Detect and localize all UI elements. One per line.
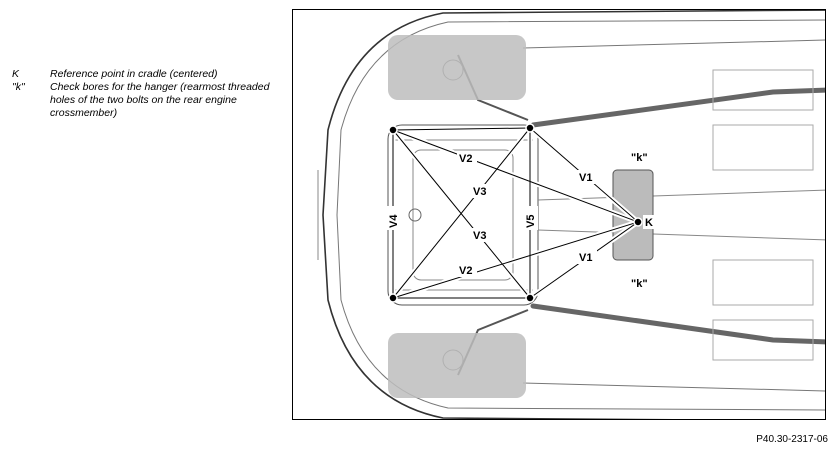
label-v1-bottom: V1 <box>579 252 592 264</box>
legend: K Reference point in cradle (centered) "… <box>12 68 282 120</box>
legend-key: "k" <box>12 81 25 93</box>
measure-line-long-top <box>392 129 639 223</box>
label-v4: V4 <box>388 214 400 228</box>
legend-key: K <box>12 68 20 80</box>
measure-point <box>525 123 535 133</box>
legend-item-k-lower: "k" Check bores for the hanger (rearmost… <box>12 81 282 120</box>
label-v2-top: V2 <box>459 153 472 165</box>
measure-line-v2-top <box>392 127 531 131</box>
measure-line-v3-a <box>392 129 531 299</box>
front-left-wheel <box>388 35 526 100</box>
label-k: K <box>645 217 653 229</box>
measure-point <box>525 293 535 303</box>
figure-id: P40.30-2317-06 <box>756 434 828 445</box>
measure-line-v3-b <box>392 127 531 299</box>
label-v2-bottom: V2 <box>459 265 472 277</box>
reference-point-k <box>633 217 643 227</box>
front-right-wheel <box>388 333 526 398</box>
measure-point <box>388 125 398 135</box>
legend-text: Check bores for the hanger (rearmost thr… <box>50 81 270 119</box>
label-v3-bottom: V3 <box>473 230 486 242</box>
legend-item-k-upper: K Reference point in cradle (centered) <box>12 68 282 81</box>
diagram-frame: V2 V2 V3 V3 V4 V5 V1 V1 K "k" "k" <box>292 9 826 420</box>
label-v3-top: V3 <box>473 186 486 198</box>
underbody-diagram: V2 V2 V3 V3 V4 V5 V1 V1 K "k" "k" <box>317 10 825 419</box>
label-v5: V5 <box>525 215 537 228</box>
label-k-bore-top: "k" <box>631 152 648 164</box>
legend-text: Reference point in cradle (centered) <box>50 68 218 80</box>
measure-line-long-bottom <box>392 221 639 299</box>
label-k-bore-bottom: "k" <box>631 278 648 290</box>
label-v1-top: V1 <box>579 172 592 184</box>
measure-point <box>388 293 398 303</box>
car-outline <box>322 10 825 419</box>
